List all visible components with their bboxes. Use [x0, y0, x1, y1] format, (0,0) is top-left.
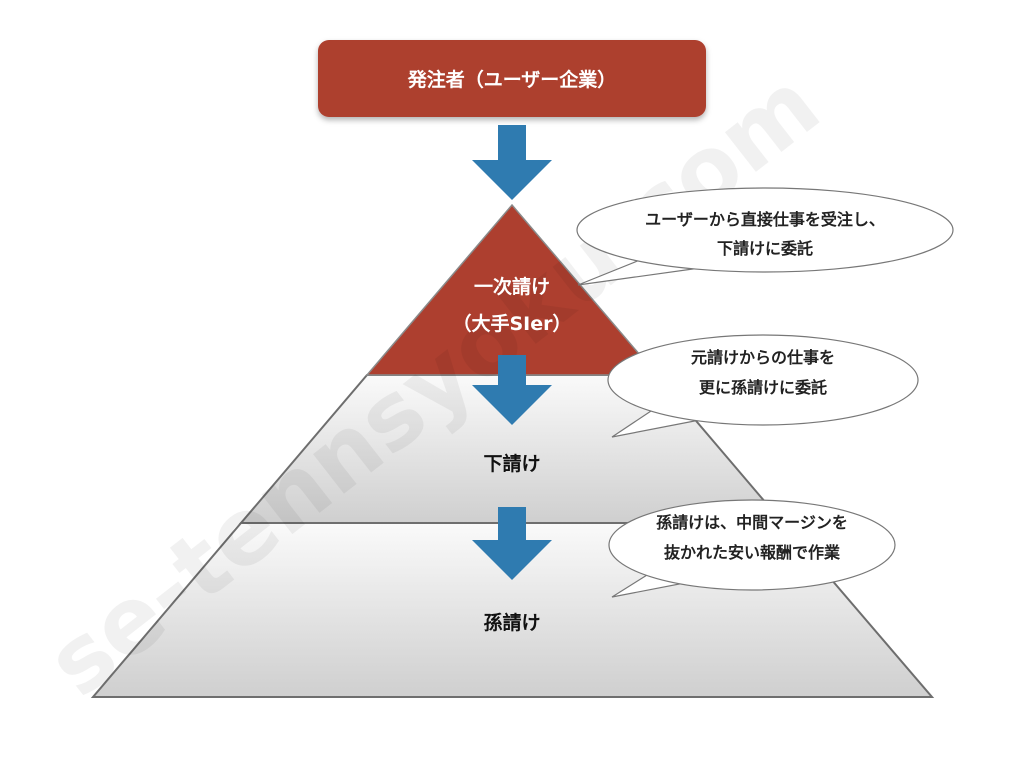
tier-1-sublabel: （大手SIer） — [452, 312, 571, 335]
svg-text:元請けからの仕事を: 元請けからの仕事を — [691, 348, 835, 367]
down-arrow-icon — [472, 355, 552, 425]
svg-text:抜かれた安い報酬で作業: 抜かれた安い報酬で作業 — [664, 543, 841, 562]
svg-text:孫請けは、中間マージンを: 孫請けは、中間マージンを — [656, 513, 848, 532]
down-arrow-icon — [472, 125, 552, 200]
speech-bubble-2: 元請けからの仕事を 更に孫請けに委託 — [607, 334, 919, 438]
client-box — [318, 40, 706, 117]
svg-text:更に孫請けに委託: 更に孫請けに委託 — [699, 378, 827, 397]
tier-2-label: 下請け — [483, 452, 540, 475]
svg-text:ユーザーから直接仕事を受注し、: ユーザーから直接仕事を受注し、 — [645, 210, 885, 229]
tier-3-label: 孫請け — [483, 611, 540, 634]
speech-bubble-1: ユーザーから直接仕事を受注し、 下請けに委託 — [576, 187, 954, 286]
down-arrow-icon — [472, 507, 552, 580]
tier-1-label: 一次請け — [474, 275, 550, 298]
client-box-label: 発注者（ユーザー企業） — [407, 68, 617, 91]
speech-bubble-3: 孫請けは、中間マージンを 抜かれた安い報酬で作業 — [608, 499, 896, 598]
svg-text:下請けに委託: 下請けに委託 — [717, 239, 813, 258]
